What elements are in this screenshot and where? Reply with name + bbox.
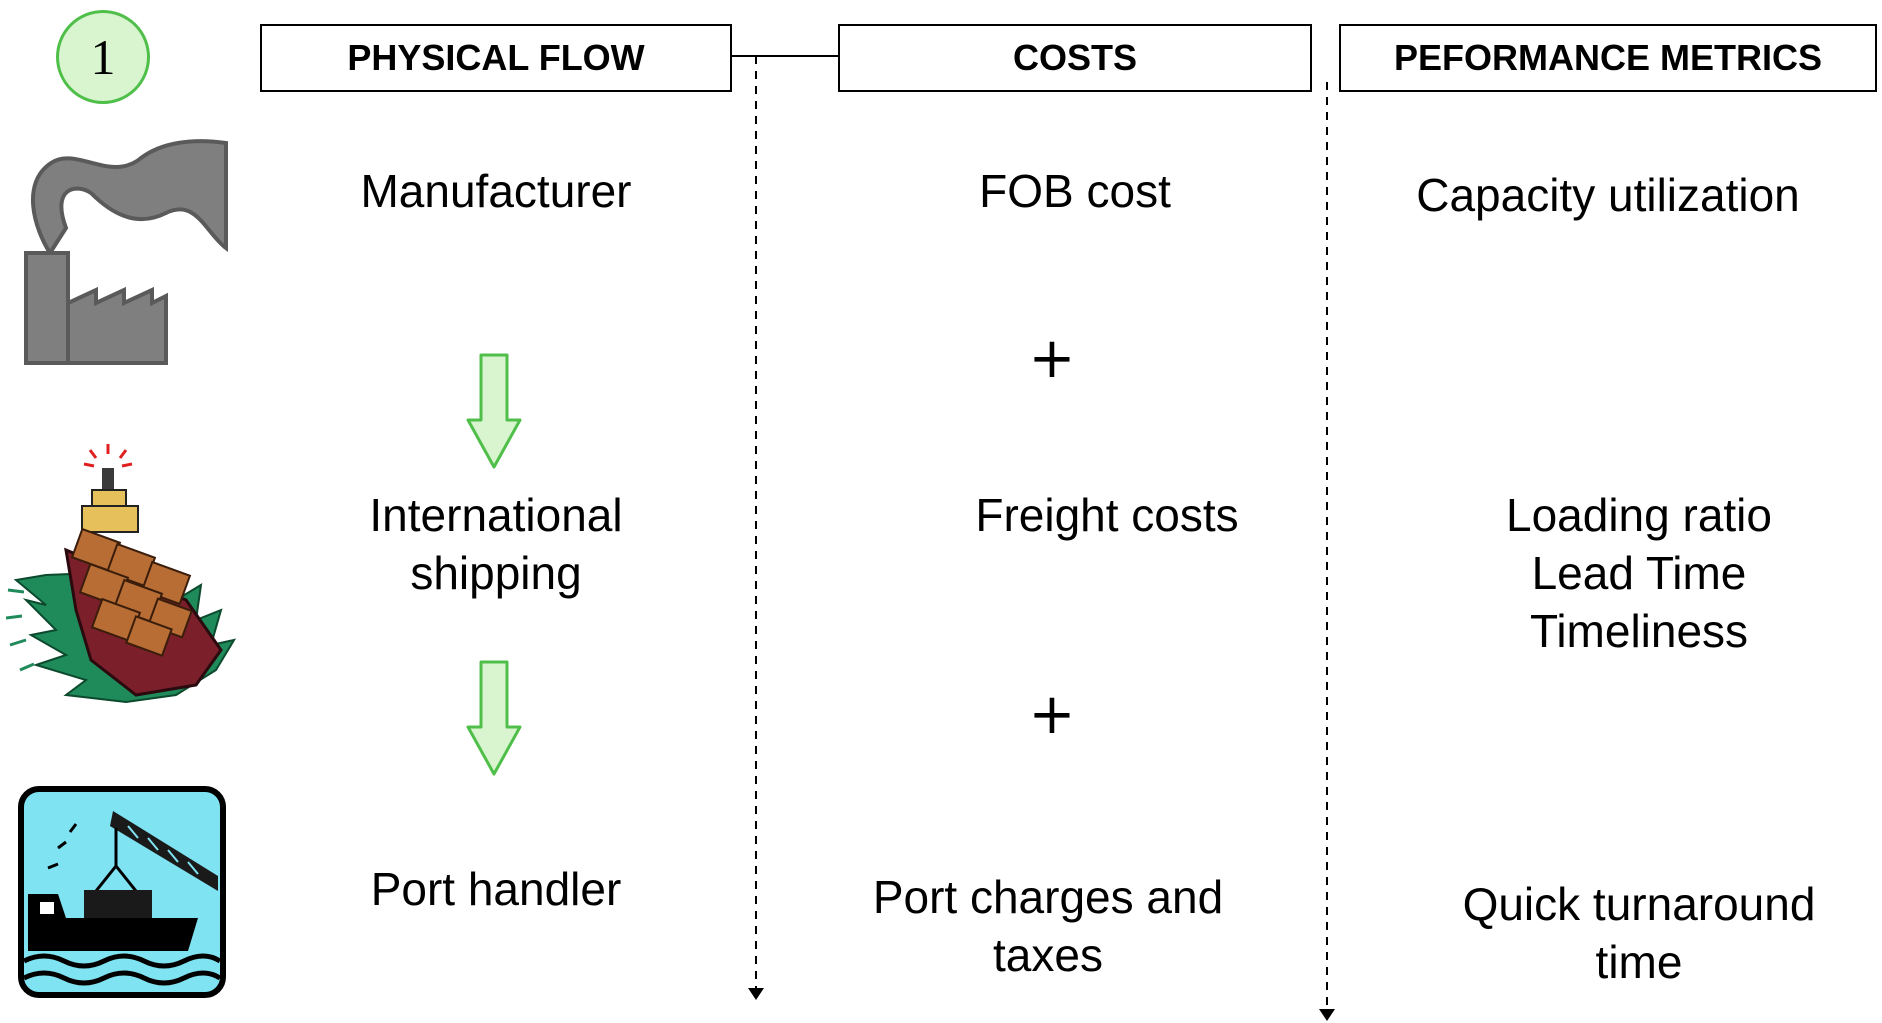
physical-flow-manufacturer: Manufacturer bbox=[360, 165, 632, 217]
cost-port-charges: Port charges and taxes bbox=[872, 871, 1224, 981]
flow-arrow-1 bbox=[466, 353, 522, 469]
header-physical-flow: PHYSICAL FLOW bbox=[260, 24, 732, 92]
physical-flow-port-handler: Port handler bbox=[370, 863, 622, 915]
cost-freight: Freight costs bbox=[975, 489, 1239, 541]
header-physical-flow-label: PHYSICAL FLOW bbox=[347, 37, 645, 78]
flow-arrow-2 bbox=[466, 660, 522, 776]
header-costs: COSTS bbox=[838, 24, 1312, 92]
physical-flow-shipping: International shipping bbox=[369, 489, 623, 599]
divider-costs-metrics-arrowhead bbox=[1319, 1009, 1335, 1021]
metric-capacity-utilization: Capacity utilization bbox=[1416, 169, 1800, 221]
port-crane-icon bbox=[18, 786, 226, 998]
header-performance-metrics-label: PEFORMANCE METRICS bbox=[1393, 37, 1822, 78]
cargo-ship-icon bbox=[6, 444, 236, 704]
cost-plus-1: + bbox=[1028, 326, 1076, 391]
header-performance-metrics: PEFORMANCE METRICS bbox=[1339, 24, 1877, 92]
metric-shipping: Loading ratio Lead Time Timeliness bbox=[1506, 489, 1772, 657]
metric-turnaround: Quick turnaround time bbox=[1462, 878, 1816, 988]
cost-plus-2: + bbox=[1028, 682, 1076, 747]
cost-fob: FOB cost bbox=[979, 165, 1171, 217]
step-number-badge: 1 bbox=[56, 10, 150, 104]
divider-physical-costs-arrowhead bbox=[748, 988, 764, 1000]
factory-icon bbox=[24, 139, 228, 365]
header-costs-label: COSTS bbox=[1012, 37, 1137, 78]
